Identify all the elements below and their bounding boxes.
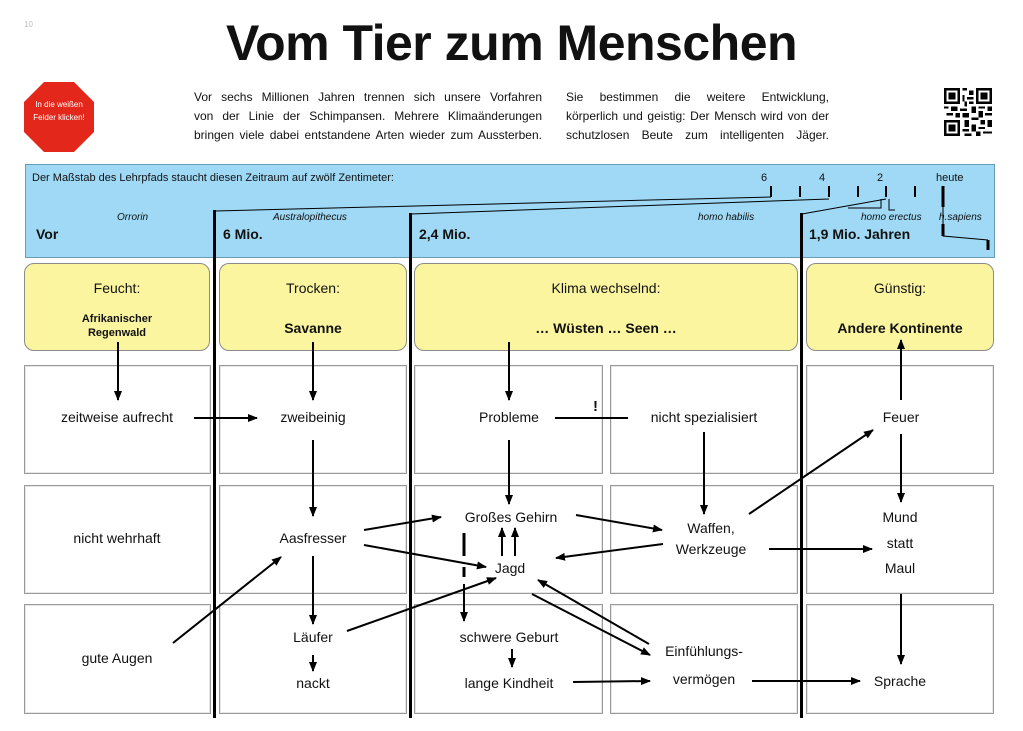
node-feuer: Feuer [882,409,920,425]
climate-label-guenstig: Günstig: [873,280,927,296]
qr-code-icon[interactable] [944,88,992,136]
intro-2-line-1: Sie bestimmen die weitere Entwicklung, [566,90,829,104]
climate-box-feucht[interactable]: Feucht: Afrikanischer Regenwald [24,263,210,351]
intro-2-line-3: schutzlosen Beute zum intelligenten Jäge… [566,128,829,142]
node-werkzeuge: Werkzeuge [675,541,747,557]
node-sprache: Sprache [873,673,927,689]
node-mund: Mund [882,509,918,525]
tick-label-6: 6 [761,172,768,184]
era-6-mio: 6 Mio. [223,226,263,242]
intro-2-line-2: körperlich und geistig: Der Mensch wird … [566,109,829,123]
tick-label-4: 4 [819,172,826,184]
node-probleme: Probleme [479,409,539,425]
node-exclamation: ! [593,398,598,415]
cell-r3-c1[interactable] [24,604,211,714]
node-einfuehlungs: Einfühlungs- [665,643,743,659]
node-vermoegen: vermögen [672,671,736,687]
era-vor: Vor [36,226,59,242]
climate-label-trocken: Trocken: [286,280,340,296]
climate-label-wechselnd: Klima wechselnd: [551,280,661,296]
species-australopithecus: Australopithecus [273,212,347,223]
node-nicht-wehrhaft: nicht wehrhaft [73,530,161,546]
tick-label-heute: heute [936,172,964,184]
hint-line-1: In die weißen [35,100,83,109]
page-title: Vom Tier zum Menschen [225,15,798,71]
octagon-icon [24,82,94,152]
era-1-9-mio: 1,9 Mio. Jahren [809,226,911,242]
node-statt: statt [886,535,914,551]
era-divider-6-mio [213,210,216,718]
cell-r3-c4[interactable] [610,604,798,714]
hint-line-2: Felder klicken! [33,113,85,122]
node-jagd: Jagd [494,560,526,576]
node-lange-kindheit: lange Kindheit [464,675,554,691]
node-aasfresser: Aasfresser [279,530,347,546]
climate-sub-regenwald: Afrikanischer Regenwald [25,312,209,340]
climate-label-feucht: Feucht: [93,280,141,296]
climate-sub-line-1: Afrikanischer [81,313,153,325]
era-divider-2-4-mio [409,213,412,718]
node-schwere-geburt: schwere Geburt [459,629,559,645]
page-number: 10 [24,20,33,29]
cell-r2-c5[interactable] [806,485,994,594]
node-nicht-spezialisiert: nicht spezialisiert [650,409,758,425]
era-divider-1-9-mio [800,213,803,718]
tick-label-2: 2 [877,172,884,184]
climate-box-wechselnd[interactable]: Klima wechselnd: … Wüsten … Seen … [414,263,798,351]
era-2-4-mio: 2,4 Mio. [419,226,471,242]
climate-sub-kontinente: Andere Kontinente [837,320,963,336]
node-nackt: nackt [296,675,330,691]
scale-caption: Der Maßstab des Lehrpfads staucht diesen… [32,172,394,184]
climate-sub-wuesten-seen: … Wüsten … Seen … [535,320,677,336]
species-homo-habilis: homo habilis [698,212,755,223]
timeline-band [25,164,995,258]
node-laeufer: Läufer [293,629,333,645]
node-zweibeinig: zweibeinig [280,409,346,425]
node-maul: Maul [884,560,916,576]
click-hint-badge: In die weißen Felder klicken! [24,82,94,152]
intro-1-line-2: von der Linie der Schimpansen. Mehrere K… [194,109,542,123]
intro-1-line-1: Vor sechs Millionen Jahren trennen sich … [194,90,542,104]
intro-column-1: Vor sechs Millionen Jahren trennen sich … [194,88,542,145]
species-homo-erectus: homo erectus [861,212,922,223]
node-waffen: Waffen, [687,520,735,536]
climate-sub-savanne: Savanne [284,320,342,336]
intro-column-2: Sie bestimmen die weitere Entwicklung, k… [566,88,829,145]
cell-r2-c1[interactable] [24,485,211,594]
species-h-sapiens: h.sapiens [939,212,982,223]
climate-sub-line-2: Regenwald [87,327,147,339]
node-gute-augen: gute Augen [81,650,153,666]
species-orrorin: Orrorin [117,212,149,223]
intro-1-line-3: bringen viele dabei entstandene Arten wi… [194,128,542,142]
node-zeitweise-aufrecht: zeitweise aufrecht [60,409,174,425]
node-grosses-gehirn: Großes Gehirn [464,509,558,525]
climate-box-guenstig[interactable]: Günstig: Andere Kontinente [806,263,994,351]
